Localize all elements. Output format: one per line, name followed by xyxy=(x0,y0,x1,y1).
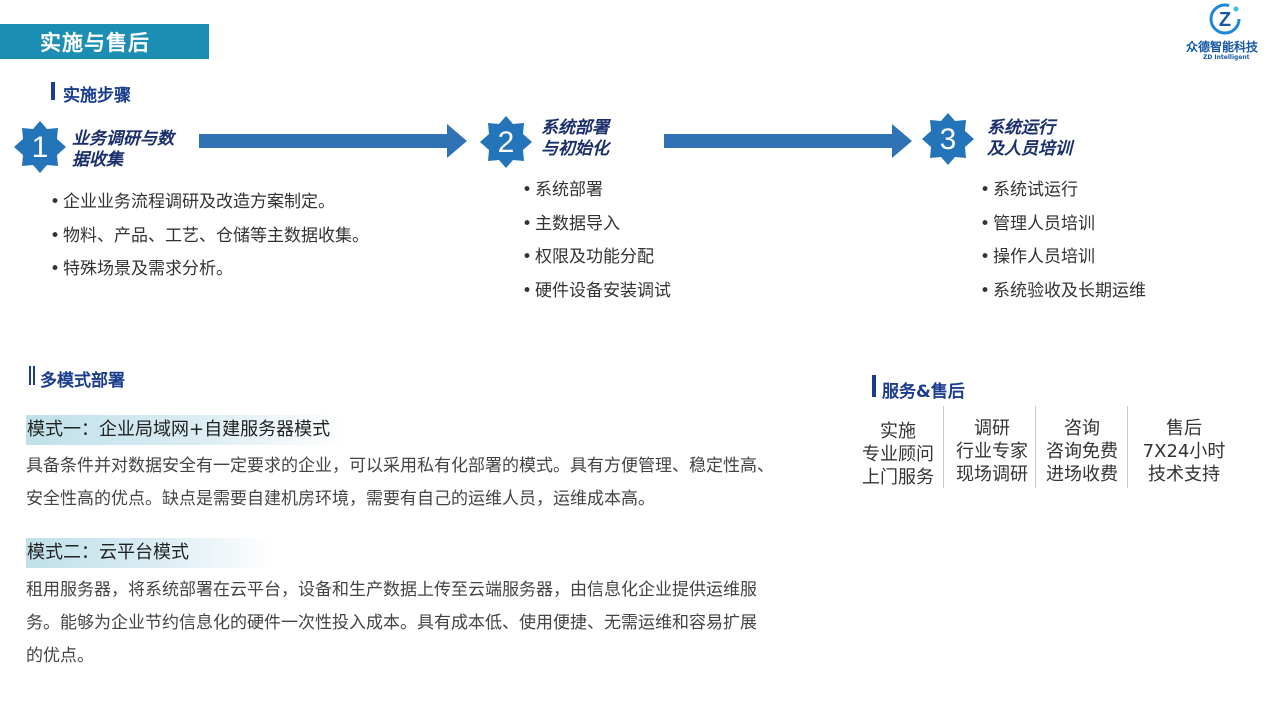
service-col-head: 调研 xyxy=(974,418,1010,439)
list-item: 管理人员培训 xyxy=(980,208,1146,242)
step-1-title-line1: 业务调研与数 xyxy=(72,129,174,149)
list-item: 硬件设备安装调试 xyxy=(522,275,671,309)
step-2-number: 2 xyxy=(498,126,515,159)
service-col-text: 7X24小时 xyxy=(1142,441,1226,462)
logo-subtext: ZD Intelligent xyxy=(1203,54,1250,61)
list-item: 权限及功能分配 xyxy=(522,241,671,275)
list-item: 系统验收及长期运维 xyxy=(980,275,1146,309)
service-col-text: 咨询免费 xyxy=(1046,441,1118,462)
step-2-title-line2: 与初始化 xyxy=(541,139,609,159)
service-col-head: 售后 xyxy=(1166,418,1202,439)
step-2-badge-icon: 2 xyxy=(480,116,532,168)
step-3-title: 系统运行 及人员培训 xyxy=(987,118,1072,160)
service-divider xyxy=(943,406,944,488)
list-item: 特殊场景及需求分析。 xyxy=(50,253,369,287)
mode-1-line: 具备条件并对数据安全有一定要求的企业，可以采用私有化部署的模式。具有方便管理、稳… xyxy=(26,456,774,476)
service-col-implementation: 实施 专业顾问 上门服务 xyxy=(854,420,942,489)
section-marker xyxy=(29,366,31,385)
section-marker xyxy=(872,375,876,397)
service-col-text: 技术支持 xyxy=(1148,464,1220,485)
section-marker xyxy=(33,366,35,385)
service-col-text: 专业顾问 xyxy=(862,444,934,465)
logo-text: 众德智能科技 xyxy=(1186,40,1259,54)
service-col-head: 咨询 xyxy=(1064,418,1100,439)
title-bar xyxy=(0,24,209,58)
step-1-number: 1 xyxy=(32,131,49,164)
arrow-right-icon xyxy=(664,124,912,158)
list-item: 企业业务流程调研及改造方案制定。 xyxy=(50,186,369,220)
step-1-list: 企业业务流程调研及改造方案制定。 物料、产品、工艺、仓储等主数据收集。 特殊场景… xyxy=(50,186,369,287)
list-item: 系统部署 xyxy=(522,174,671,208)
mode-2-description: 租用服务器，将系统部署在云平台，设备和生产数据上传至云端服务器，由信息化企业提供… xyxy=(26,574,841,673)
step-3-title-line2: 及人员培训 xyxy=(987,139,1072,159)
service-section-title: 服务&售后 xyxy=(882,382,965,402)
step-1-badge-icon: 1 xyxy=(14,121,66,173)
list-item: 主数据导入 xyxy=(522,208,671,242)
z-logo-icon: Z xyxy=(1209,3,1241,35)
service-divider xyxy=(1035,406,1036,488)
step-2-title: 系统部署 与初始化 xyxy=(541,118,609,160)
mode-2-line: 租用服务器，将系统部署在云平台，设备和生产数据上传至云端服务器，由信息化企业提供… xyxy=(26,580,757,600)
service-col-head: 实施 xyxy=(880,421,916,442)
deploy-section-title: 多模式部署 xyxy=(40,371,125,391)
step-3-number: 3 xyxy=(940,123,957,156)
mode-1-line: 安全性高的优点。缺点是需要自建机房环境，需要有自己的运维人员，运维成本高。 xyxy=(26,489,655,509)
list-item: 操作人员培训 xyxy=(980,241,1146,275)
service-col-text: 进场收费 xyxy=(1046,464,1118,485)
step-1-title: 业务调研与数 据收集 xyxy=(72,129,174,171)
arrow-right-icon xyxy=(199,124,467,158)
service-col-text: 现场调研 xyxy=(956,464,1028,485)
step-2-list: 系统部署 主数据导入 权限及功能分配 硬件设备安装调试 xyxy=(522,174,671,308)
mode-1-description: 具备条件并对数据安全有一定要求的企业，可以采用私有化部署的模式。具有方便管理、稳… xyxy=(26,450,841,516)
mode-2-line: 的优点。 xyxy=(26,646,94,666)
steps-section-title: 实施步骤 xyxy=(63,86,131,106)
service-col-text: 行业专家 xyxy=(956,441,1028,462)
step-2-title-line1: 系统部署 xyxy=(541,118,609,138)
svg-text:Z: Z xyxy=(1219,9,1231,31)
section-marker xyxy=(51,82,55,100)
service-col-after-sales: 售后 7X24小时 技术支持 xyxy=(1130,417,1238,486)
step-1-title-line2: 据收集 xyxy=(72,150,123,170)
mode-2-line: 务。能够为企业节约信息化的硬件一次性投入成本。具有成本低、使用便捷、无需运维和容… xyxy=(26,613,757,633)
mode-1-heading: 模式一：企业局域网+自建服务器模式 xyxy=(26,415,347,445)
service-col-research: 调研 行业专家 现场调研 xyxy=(947,417,1037,486)
service-divider xyxy=(1127,406,1128,488)
list-item: 系统试运行 xyxy=(980,174,1146,208)
service-col-consulting: 咨询 咨询免费 进场收费 xyxy=(1037,417,1127,486)
title-underline xyxy=(0,57,209,59)
list-item: 物料、产品、工艺、仓储等主数据收集。 xyxy=(50,220,369,254)
step-3-title-line1: 系统运行 xyxy=(987,118,1055,138)
service-col-text: 上门服务 xyxy=(862,467,934,488)
page-title: 实施与售后 xyxy=(40,31,150,55)
step-3-badge-icon: 3 xyxy=(922,113,974,165)
mode-2-heading: 模式二：云平台模式 xyxy=(26,538,273,568)
step-3-list: 系统试运行 管理人员培训 操作人员培训 系统验收及长期运维 xyxy=(980,174,1146,308)
